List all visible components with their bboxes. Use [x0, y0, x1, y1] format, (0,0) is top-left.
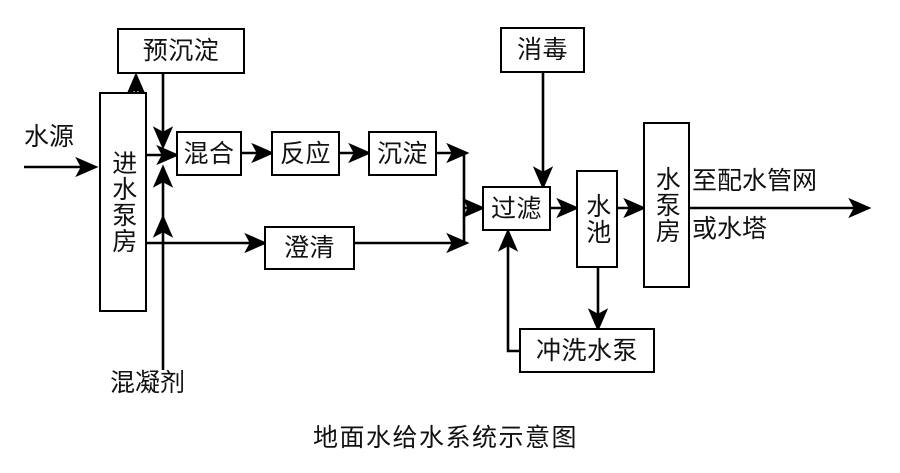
label-to-distribution-network: 至配水管网: [692, 166, 818, 195]
node-label: 水泵房: [652, 166, 682, 244]
node-label: 混合: [183, 138, 235, 168]
node-label: 水池: [582, 193, 612, 245]
node-pre-sedimentation[interactable]: 预沉淀: [117, 28, 245, 74]
node-label: 冲洗水泵: [535, 335, 638, 365]
node-backwash-pump[interactable]: 冲洗水泵: [519, 328, 655, 373]
node-intake-pump-house[interactable]: 进水泵房: [99, 92, 147, 312]
node-reservoir[interactable]: 水池: [576, 170, 618, 268]
node-label: 反应: [279, 138, 331, 168]
diagram-title: 地面水给水系统示意图: [313, 423, 579, 452]
node-reaction[interactable]: 反应: [271, 131, 340, 176]
node-label: 消毒: [516, 35, 568, 65]
node-label: 进水泵房: [108, 150, 138, 254]
edge-washpump-to-filter: [497, 228, 519, 353]
node-filtration[interactable]: 过滤: [482, 186, 551, 231]
node-label: 澄清: [283, 233, 335, 263]
label-water-source: 水源: [24, 122, 75, 151]
label-or-water-tower: 或水塔: [692, 214, 768, 243]
label-coagulant: 混凝剂: [110, 368, 186, 397]
node-sedimentation[interactable]: 沉淀: [368, 131, 437, 176]
node-label: 预沉淀: [142, 36, 220, 66]
node-label: 过滤: [490, 193, 542, 223]
node-supply-pump-house[interactable]: 水泵房: [643, 122, 690, 288]
node-disinfection[interactable]: 消毒: [500, 27, 585, 73]
node-mixing[interactable]: 混合: [176, 131, 242, 176]
node-clarification[interactable]: 澄清: [264, 226, 355, 270]
node-label: 沉淀: [376, 138, 428, 168]
